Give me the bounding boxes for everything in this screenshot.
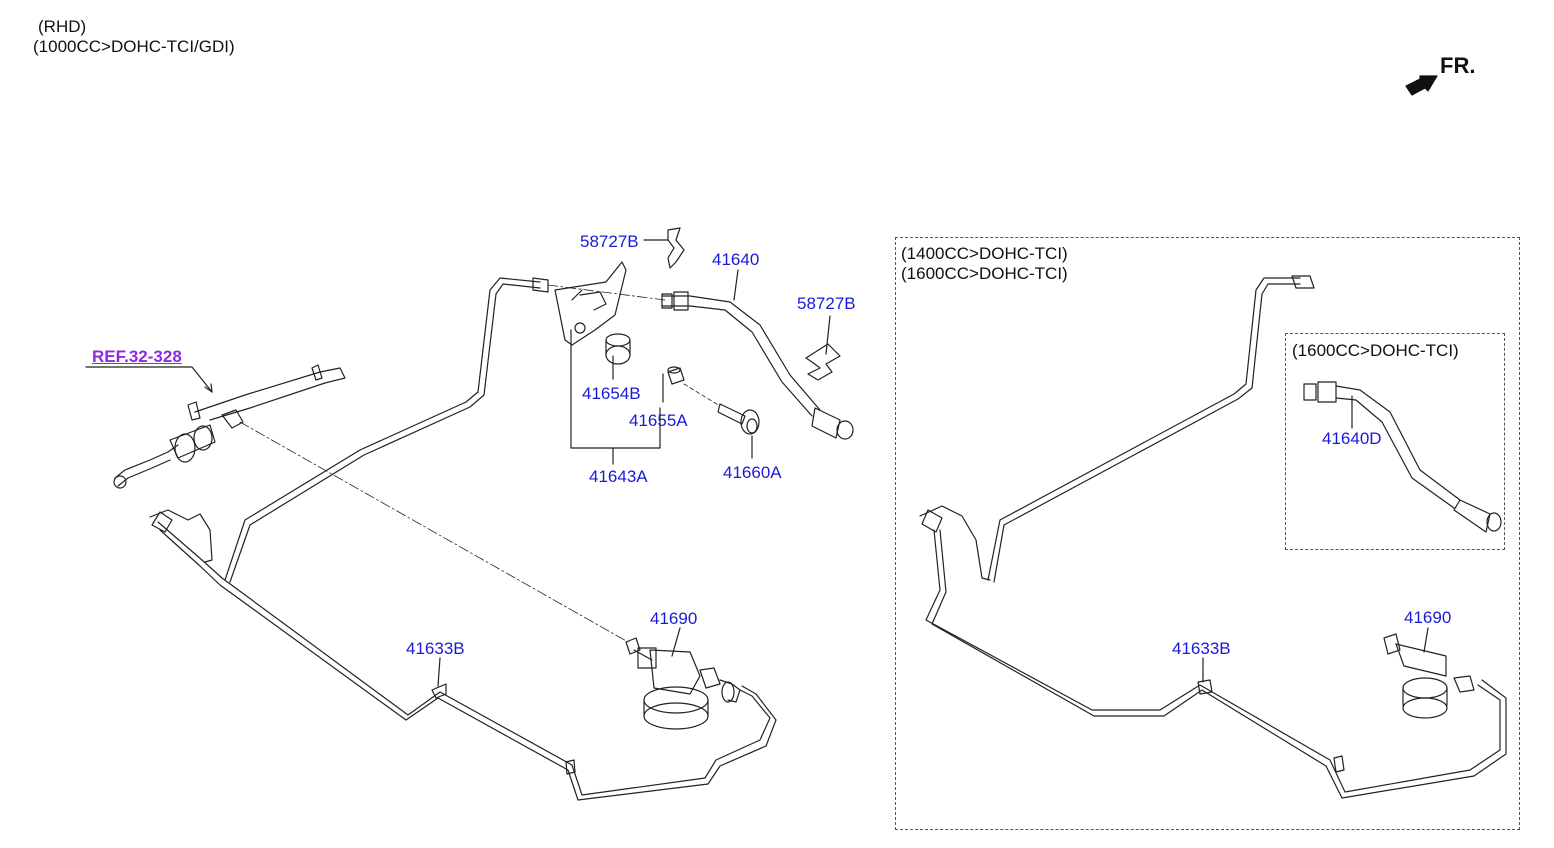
sleeve-icon [667, 366, 685, 385]
bracket-icon [554, 261, 627, 346]
concentric-slave-cylinder-icon [625, 637, 741, 730]
concentric-slave-cylinder-icon [1383, 633, 1475, 719]
clutch-pipe-icon [149, 277, 777, 801]
header-line-1: (RHD) [38, 17, 87, 36]
master-cylinder-icon [113, 364, 346, 489]
variant-part-label-41690[interactable]: 41690 [1404, 608, 1452, 627]
part-label-41655a[interactable]: 41655A [629, 411, 688, 430]
part-label-41690[interactable]: 41690 [650, 609, 698, 628]
front-direction-label: FR. [1440, 53, 1476, 78]
part-label-41654b[interactable]: 41654B [582, 384, 641, 403]
part-label-41643a[interactable]: 41643A [589, 467, 648, 486]
grommet-icon [605, 333, 631, 365]
part-label-41633b[interactable]: 41633B [406, 639, 465, 658]
clip-icon [667, 227, 685, 269]
header-line-2: (1000CC>DOHC-TCI/GDI) [33, 37, 235, 56]
variant-box-title-2: (1600CC>DOHC-TCI) [901, 264, 1068, 283]
variant-part-label-41640d[interactable]: 41640D [1322, 429, 1382, 448]
part-label-41640[interactable]: 41640 [712, 250, 760, 269]
clutch-pipe-icon [919, 275, 1507, 799]
inner-variant-box [1285, 333, 1505, 550]
variant-box [895, 237, 1520, 830]
variant-part-label-41633b[interactable]: 41633B [1172, 639, 1231, 658]
clutch-hose-icon [661, 291, 854, 440]
bolt-icon [683, 383, 760, 435]
part-label-58727b-right[interactable]: 58727B [797, 294, 856, 313]
front-arrow-icon [1405, 75, 1438, 96]
part-label-58727b-top[interactable]: 58727B [580, 232, 639, 251]
inner-variant-box-title: (1600CC>DOHC-TCI) [1292, 341, 1459, 360]
variant-box-title-1: (1400CC>DOHC-TCI) [901, 244, 1068, 263]
clutch-hose-icon [1303, 381, 1502, 533]
part-label-41660a[interactable]: 41660A [723, 463, 782, 482]
clip-icon [805, 343, 841, 381]
reference-link[interactable]: REF.32-328 [92, 347, 182, 366]
